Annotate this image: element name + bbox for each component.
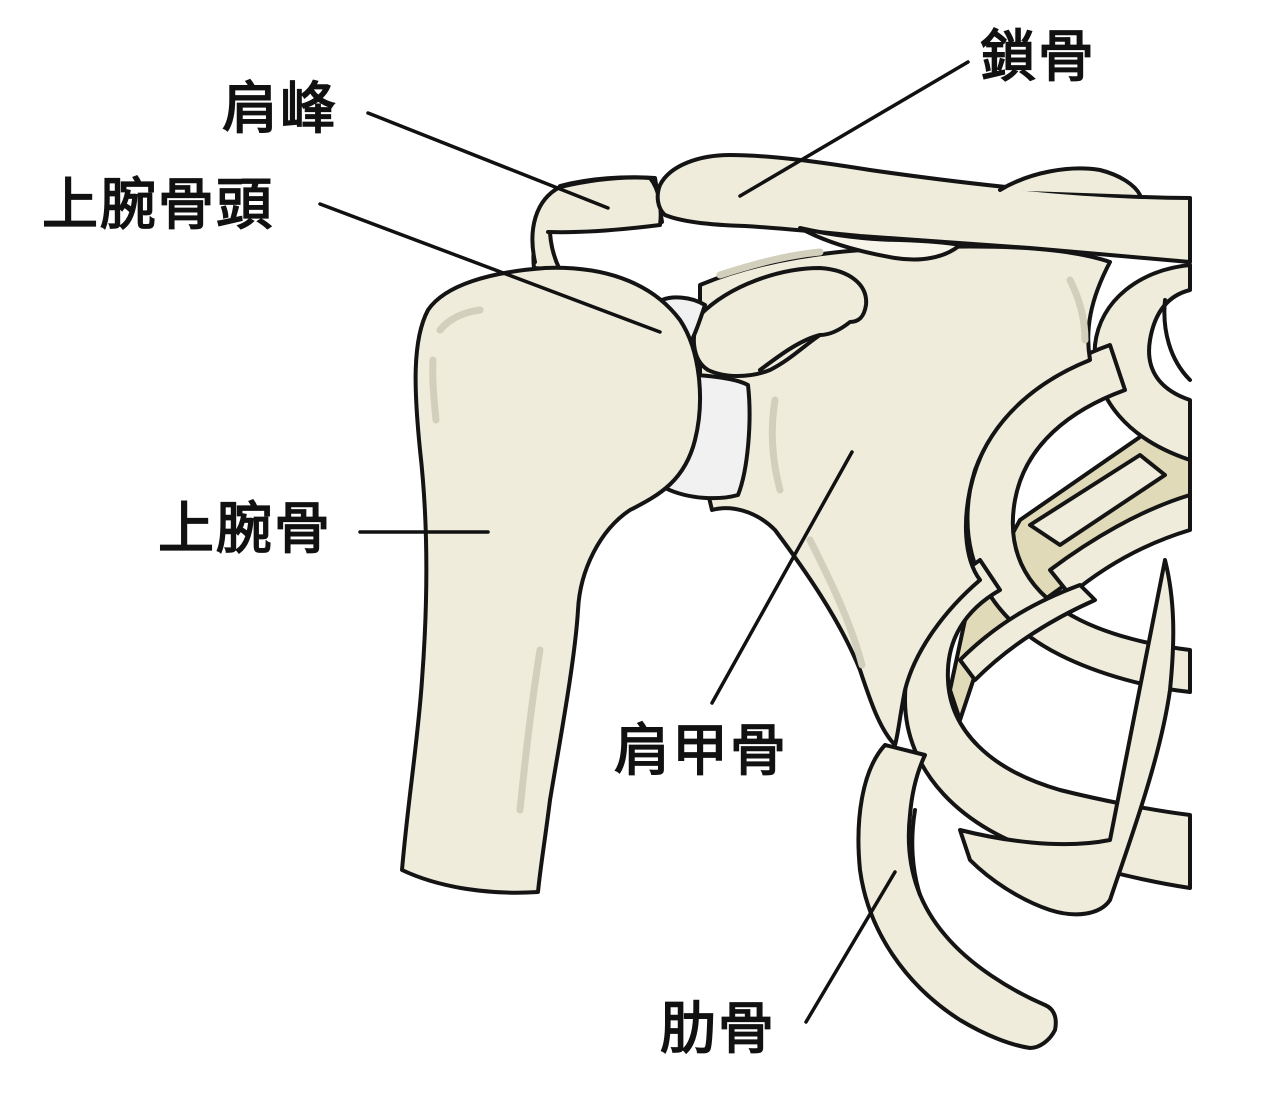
rib-upper-2 xyxy=(1164,300,1190,380)
humerus-shape xyxy=(402,268,700,893)
label-rib: 肋骨 xyxy=(660,1002,776,1058)
leader-rib xyxy=(806,872,895,1022)
label-scapula: 肩甲骨 xyxy=(614,724,788,780)
label-clavicle: 鎖骨 xyxy=(980,30,1096,86)
label-humeral-head: 上腕骨頭 xyxy=(42,178,274,234)
label-humerus: 上腕骨 xyxy=(158,502,332,558)
clavicle-bone xyxy=(658,155,1190,262)
leader-acromion xyxy=(368,113,608,208)
humerus-shade-2 xyxy=(433,360,436,420)
humerus-bone xyxy=(402,268,700,893)
label-acromion: 肩峰 xyxy=(222,82,338,138)
